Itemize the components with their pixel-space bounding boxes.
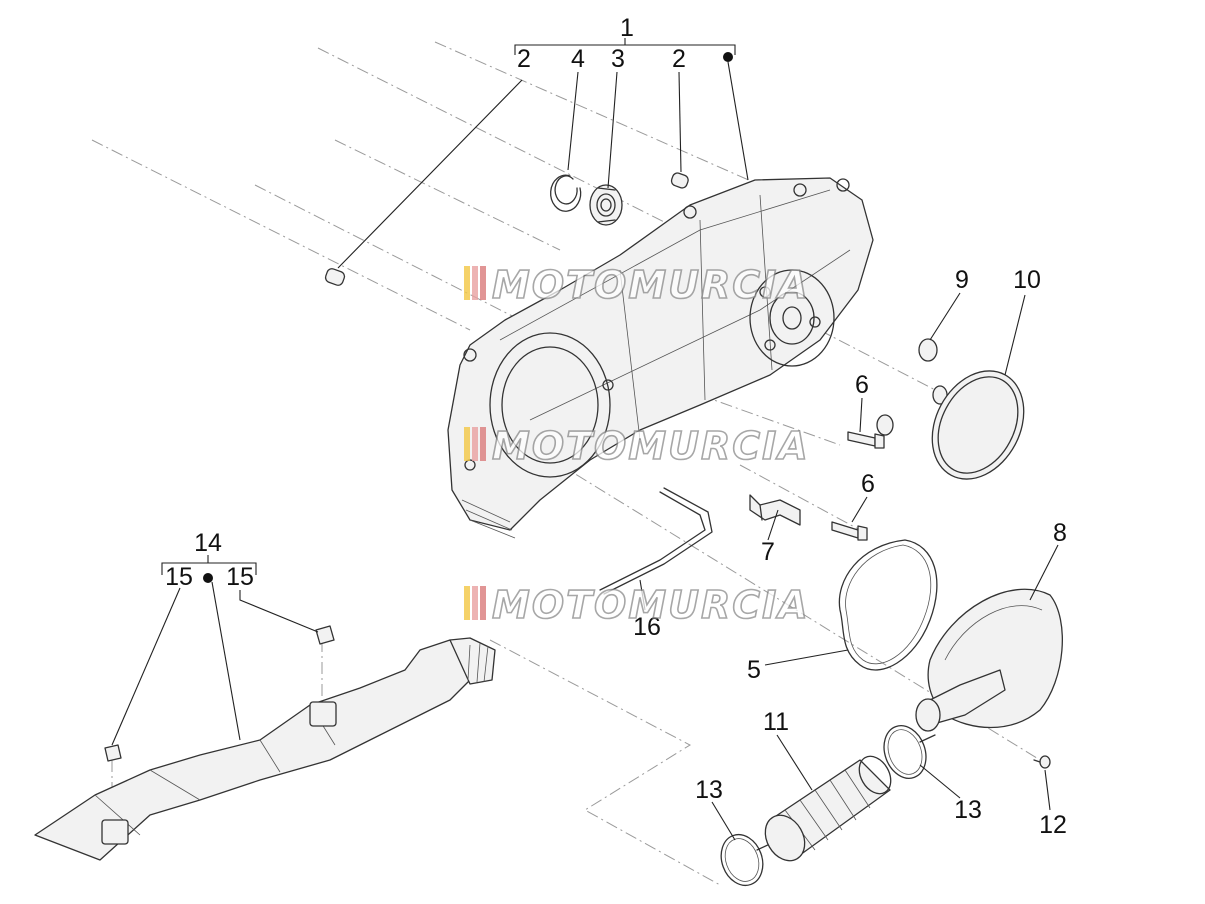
watermark-stripe-red [480,586,486,620]
dowel-pin-right[interactable] [670,172,689,190]
callout-5: 5 [747,656,761,684]
callout-11: 11 [763,708,789,736]
speed-nut-right[interactable] [315,625,335,645]
watermark-text: MOTOMURCIA [492,583,810,627]
callout-12: 12 [1039,811,1067,839]
speed-nut-left[interactable] [104,744,122,762]
hex-key[interactable] [599,487,713,595]
bullet-marker-duct [203,573,213,583]
callout-14: 14 [194,529,222,557]
watermark-stripe-red [480,427,486,461]
clip-bracket[interactable] [749,494,801,526]
callout-9: 9 [955,266,969,294]
watermark-text: MOTOMURCIA [492,424,810,468]
bullet-marker-cover [723,52,733,62]
callout-1: 1 [620,14,634,42]
screw-lower[interactable] [831,521,868,541]
transmission-cover[interactable] [447,177,874,539]
cover-cap[interactable] [914,355,1042,495]
callout-13-upper: 13 [954,796,982,824]
air-intake-cover[interactable] [915,588,1063,732]
small-screw[interactable] [1033,755,1051,769]
callout-7: 7 [761,538,775,566]
leader-lines [111,38,1059,841]
watermark-stripe-yellow [464,427,470,461]
callout-numbers: 1 2 4 3 2 9 10 6 6 7 8 14 15 15 16 5 11 … [165,14,1067,839]
callout-13-lower: 13 [695,776,723,804]
circlip[interactable] [550,174,582,212]
callout-15-right: 15 [226,563,254,591]
watermark-stripe-red [480,266,486,300]
callout-6-upper: 6 [855,371,869,399]
callout-3: 3 [611,45,625,73]
dowel-pin-left[interactable] [324,267,346,286]
watermark-stripe-yellow [464,266,470,300]
watermark-middle: MOTOMURCIA [464,423,810,469]
watermark-stripe-pink [472,427,478,461]
watermark-stripe-yellow [464,586,470,620]
callout-2-left: 2 [517,45,531,73]
hose-clamp-upper[interactable] [877,720,936,784]
callout-4: 4 [571,45,585,73]
intake-bellows-hose[interactable] [757,751,897,868]
callout-16: 16 [633,613,661,641]
callout-10: 10 [1013,266,1041,294]
watermark-stripe-pink [472,586,478,620]
screw-upper[interactable] [847,431,885,449]
bearing[interactable] [589,184,623,226]
watermark-bottom: MOTOMURCIA [464,582,810,628]
gasket[interactable] [838,539,938,671]
callout-15-left: 15 [165,563,193,591]
callout-8: 8 [1053,519,1067,547]
callout-2-right: 2 [672,45,686,73]
hose-clamp-lower[interactable] [714,829,773,892]
watermark-top: MOTOMURCIA [464,262,810,308]
callout-6-lower: 6 [861,470,875,498]
air-duct[interactable] [34,637,496,861]
watermark-text: MOTOMURCIA [492,263,810,307]
watermark-stripe-pink [472,266,478,300]
